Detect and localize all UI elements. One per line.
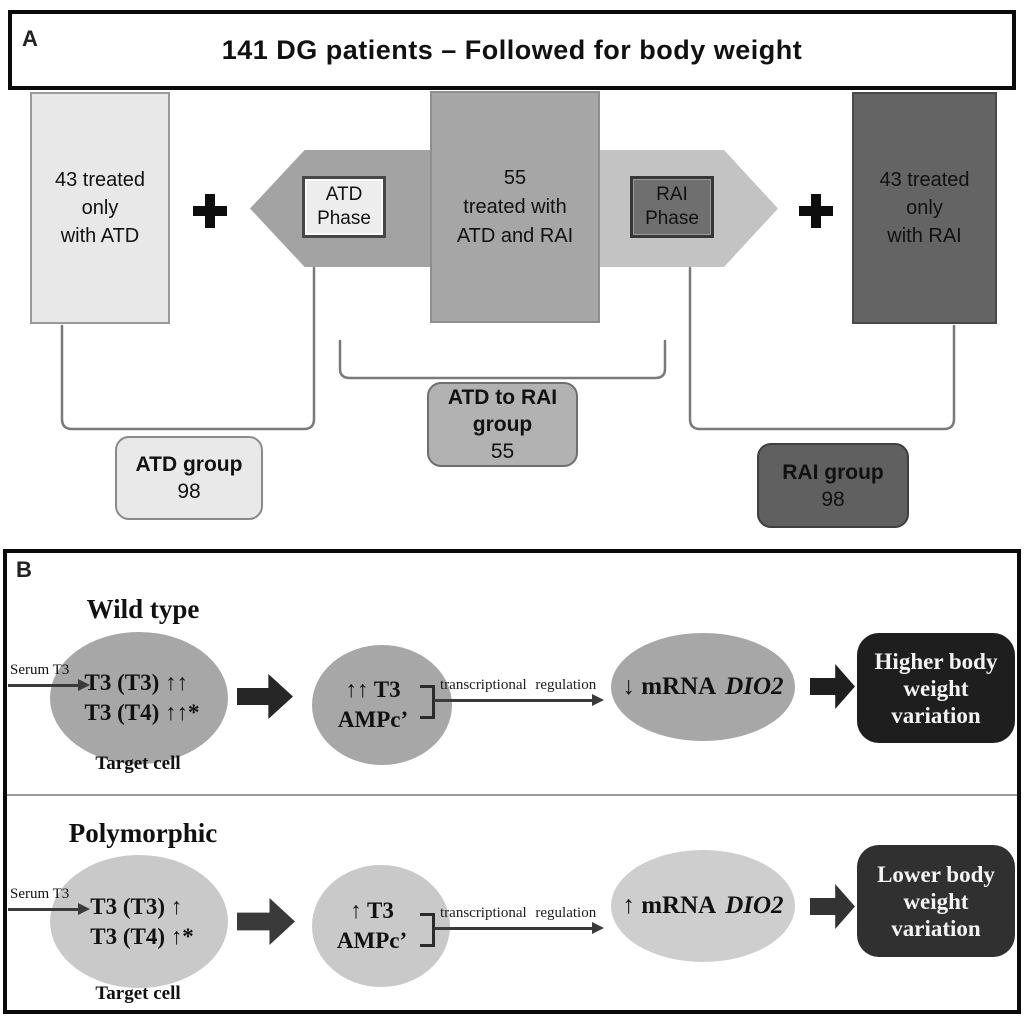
atd-group-title: ATD group <box>135 453 243 476</box>
atd-to-rai-group-title: ATD to RAI group <box>447 386 558 436</box>
wild-outcome-text: Higher body weight variation <box>874 648 998 728</box>
wild-cell-line2: T3 (T4) ↑↑* <box>84 700 200 725</box>
wild-regulation-arrow <box>434 699 594 702</box>
wild-mrna-text: ↓ mRNA <box>622 673 717 700</box>
panel-a-title: 141 DG patients – Followed for body weig… <box>221 34 803 65</box>
wild-signal-line2: AMPc’ <box>337 707 409 732</box>
poly-serum-label: Serum T3 <box>10 886 70 902</box>
poly-outcome-box: Lower body weight variation <box>857 845 1015 957</box>
poly-bracket-icon <box>420 913 435 947</box>
wild-target-cell-caption: Target cell <box>95 753 181 774</box>
row-divider <box>7 794 1017 796</box>
poly-serum-arrow <box>8 908 78 911</box>
panel-b-frame <box>3 549 1021 1014</box>
polymorphic-title: Polymorphic <box>68 818 218 848</box>
wild-signal-line1: ↑↑ T3 <box>345 677 401 702</box>
wild-regulation-arrowhead-icon <box>592 694 604 706</box>
atd-group-count: 98 <box>177 480 201 503</box>
wild-outcome-box: Higher body weight variation <box>857 633 1015 743</box>
wild-serum-arrowhead-icon <box>78 679 90 691</box>
poly-signal-ellipse: ↑ T3 AMPc’ <box>312 865 450 987</box>
atd-only-text: 43 treated only with ATD <box>54 169 146 247</box>
poly-gene-name: DIO2 <box>725 892 784 919</box>
plus-icon <box>799 194 833 228</box>
rai-only-box: 43 treated only with RAI <box>852 92 997 324</box>
wild-mrna-ellipse: ↓ mRNA DIO2 <box>611 633 795 741</box>
wild-bracket-icon <box>420 685 435 719</box>
poly-mrna-ellipse: ↑ mRNA DIO2 <box>611 850 795 962</box>
wild-gene-name: DIO2 <box>725 673 784 700</box>
combined-treatment-box: 55 treated with ATD and RAI <box>430 91 600 323</box>
plus-icon <box>193 194 227 228</box>
panel-b-label: B <box>16 557 32 582</box>
rai-phase-box: RAI Phase <box>630 176 714 238</box>
rai-phase-text: RAI Phase <box>645 184 699 229</box>
rai-group-count: 98 <box>821 487 845 511</box>
panel-a-label: A <box>22 26 38 51</box>
wild-type-title: Wild type <box>86 594 200 624</box>
atd-to-rai-group-box: ATD to RAI group 55 <box>427 382 578 467</box>
poly-cell-line2: T3 (T4) ↑* <box>90 923 194 949</box>
atd-group-box: ATD group 98 <box>115 436 263 520</box>
poly-regulation-label: transcriptional regulation <box>440 905 597 921</box>
panel-a-header: A 141 DG patients – Followed for body we… <box>8 10 1016 90</box>
poly-outcome-text: Lower body weight variation <box>877 861 995 941</box>
atd-only-box: 43 treated only with ATD <box>30 92 170 324</box>
wild-serum-arrow <box>8 684 78 687</box>
poly-regulation-arrowhead-icon <box>592 922 604 934</box>
poly-serum-arrowhead-icon <box>78 903 90 915</box>
rai-group-box: RAI group 98 <box>757 443 909 528</box>
wild-signal-ellipse: ↑↑ T3 AMPc’ <box>312 645 452 765</box>
plus-bar <box>205 194 215 228</box>
wild-cell-line1: T3 (T3) ↑↑ <box>84 670 189 695</box>
atd-phase-text: ATD Phase <box>317 184 371 229</box>
poly-signal-line2: AMPc’ <box>336 928 408 953</box>
poly-signal-line1: ↑ T3 <box>350 898 394 923</box>
poly-mrna-text: ↑ mRNA <box>622 892 717 919</box>
wild-regulation-label: transcriptional regulation <box>440 677 597 693</box>
poly-target-cell-caption: Target cell <box>95 983 181 1004</box>
atd-to-rai-group-count: 55 <box>490 440 515 463</box>
poly-regulation-arrow <box>434 927 594 930</box>
bracket-lines <box>60 266 956 431</box>
wild-serum-label: Serum T3 <box>10 662 70 678</box>
rai-group-title: RAI group <box>782 460 884 484</box>
poly-target-cell-ellipse: T3 (T3) ↑ T3 (T4) ↑* <box>50 855 228 988</box>
rai-only-text: 43 treated only with RAI <box>879 169 970 247</box>
atd-phase-box: ATD Phase <box>302 176 386 238</box>
poly-cell-line1: T3 (T3) ↑ <box>90 893 183 919</box>
combined-treatment-text: 55 treated with ATD and RAI <box>456 166 574 247</box>
plus-bar <box>811 194 821 228</box>
wild-target-cell-ellipse: T3 (T3) ↑↑ T3 (T4) ↑↑* <box>50 632 228 764</box>
